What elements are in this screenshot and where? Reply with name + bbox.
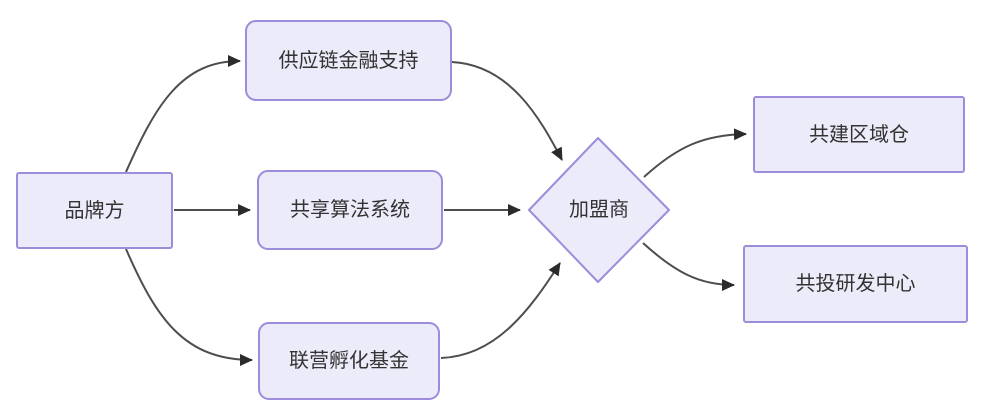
node-franchisee-label: 加盟商 (569, 199, 629, 221)
node-rd-center-label: 共投研发中心 (795, 273, 916, 295)
edge-franchisee-to-regional-warehouse (643, 128, 747, 178)
node-regional-warehouse-label: 共建区域仓 (809, 123, 909, 146)
edge-brand-to-supply-chain-finance (125, 55, 241, 173)
edge-brand-to-joint-incubation-fund (125, 248, 253, 366)
edge-franchisee-to-rd-center (642, 242, 735, 291)
node-regional-warehouse: 共建区域仓 (753, 96, 965, 173)
node-franchisee: 加盟商 (529, 190, 669, 230)
edge-supply-chain-finance-to-franchisee (451, 61, 563, 161)
node-supply-chain-finance-label: 供应链金融支持 (278, 49, 419, 72)
node-shared-algorithm-label: 共享算法系统 (290, 199, 410, 221)
node-shared-algorithm: 共享算法系统 (257, 170, 443, 250)
node-joint-incubation-fund-label: 联营孵化基金 (289, 350, 409, 372)
node-brand-label: 品牌方 (64, 199, 125, 222)
node-joint-incubation-fund: 联营孵化基金 (258, 322, 440, 400)
node-franchisee-diamond-shape (528, 137, 670, 283)
node-brand: 品牌方 (16, 172, 173, 249)
node-rd-center: 共投研发中心 (743, 245, 968, 323)
edge-joint-incubation-fund-to-franchisee (440, 262, 561, 359)
node-supply-chain-finance: 供应链金融支持 (245, 20, 452, 101)
